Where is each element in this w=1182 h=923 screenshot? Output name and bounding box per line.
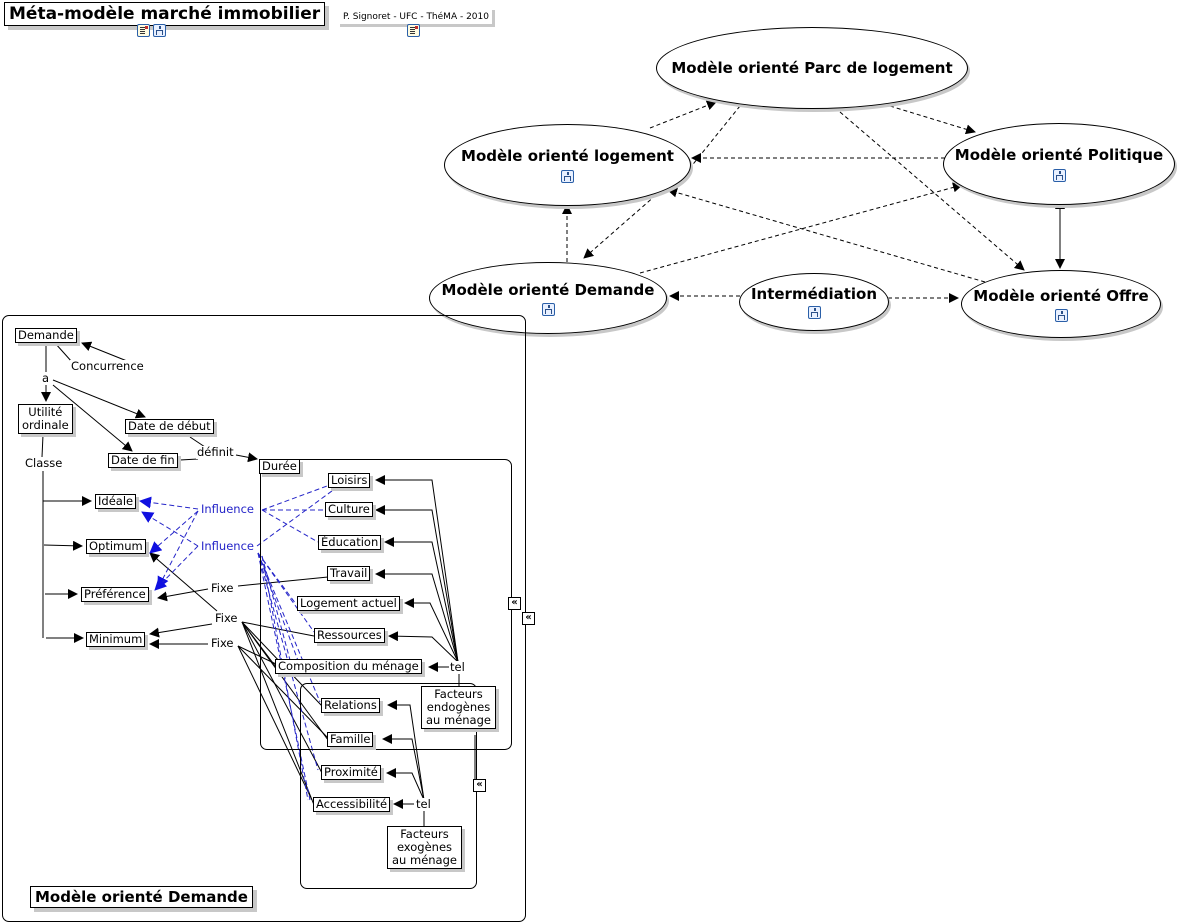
concept-ressources[interactable]: Ressources — [314, 628, 385, 643]
concept-map-icon[interactable] — [1052, 169, 1066, 182]
node-label: Modèle orienté Parc de logement — [671, 59, 953, 77]
node-intermediation[interactable]: Intermédiation — [739, 273, 889, 331]
node-parc-logement[interactable]: Modèle orienté Parc de logement — [656, 27, 968, 109]
collapse-button[interactable]: « — [522, 612, 535, 625]
page-title: Méta-modèle marché immobilier — [4, 2, 326, 26]
concept-famille[interactable]: Famille — [327, 732, 374, 747]
node-politique[interactable]: Modèle orienté Politique — [943, 123, 1175, 205]
link-label-fixe: Fixe — [210, 581, 235, 595]
link-label-fixe: Fixe — [214, 611, 239, 625]
concept-date-debut[interactable]: Date de début — [125, 419, 214, 434]
concept-accessibilite[interactable]: Accessibilité — [313, 797, 391, 812]
collapse-button[interactable]: « — [508, 597, 521, 610]
concept-minimum[interactable]: Minimum — [86, 632, 146, 647]
concept-education[interactable]: Éducation — [318, 535, 382, 550]
concept-duree[interactable]: Durée — [259, 459, 300, 474]
document-icon[interactable] — [137, 24, 150, 37]
concept-line: au ménage — [426, 713, 491, 727]
concept-date-fin[interactable]: Date de fin — [108, 453, 178, 468]
concept-map-icon[interactable] — [807, 306, 821, 319]
concept-line: endogènes — [426, 700, 491, 714]
collapse-button[interactable]: « — [473, 779, 486, 792]
link-logement-demande — [583, 194, 657, 259]
concept-facteurs-exogenes[interactable]: Facteurs exogènes au ménage — [387, 826, 462, 869]
link-label-tel: tel — [415, 797, 432, 811]
link-label-influence: Influence — [200, 539, 255, 553]
concept-culture[interactable]: Culture — [325, 502, 373, 517]
link-parc-offre — [839, 111, 1025, 271]
link-label-classe: Classe — [24, 456, 64, 470]
link-label-a: a — [41, 371, 51, 385]
node-label: Modèle orienté logement — [461, 147, 674, 165]
link-offre-logement — [667, 187, 986, 283]
concept-optimum[interactable]: Optimum — [86, 539, 146, 554]
link-label-fixe: Fixe — [210, 636, 235, 650]
concept-ideale[interactable]: Idéale — [95, 494, 137, 509]
concept-map-icon[interactable] — [153, 24, 166, 37]
concept-line: Facteurs — [434, 687, 483, 701]
concept-relations[interactable]: Relations — [321, 698, 380, 713]
concept-line: ordinale — [22, 418, 69, 432]
concept-line: exogènes — [396, 840, 453, 854]
concept-proximite[interactable]: Proximité — [321, 765, 381, 780]
link-parc-logement — [689, 105, 741, 169]
node-logement[interactable]: Modèle orienté logement — [444, 124, 691, 206]
concept-line: Facteurs — [400, 827, 449, 841]
concept-facteurs-endogenes[interactable]: Facteurs endogènes au ménage — [421, 686, 496, 729]
node-offre[interactable]: Modèle orienté Offre — [961, 270, 1161, 338]
node-label: Intermédiation — [750, 285, 878, 303]
concept-line: Utilité — [28, 405, 63, 419]
concept-logement-actuel[interactable]: Logement actuel — [297, 596, 400, 611]
node-label: Modèle orienté Politique — [954, 146, 1164, 164]
concept-demande[interactable]: Demande — [15, 328, 77, 343]
node-label: Modèle orienté Offre — [973, 286, 1149, 305]
concept-composition-menage[interactable]: Composition du ménage — [275, 659, 422, 674]
document-icon[interactable] — [407, 24, 420, 37]
concept-map-icon[interactable] — [1054, 308, 1068, 322]
node-demande[interactable]: Modèle orienté Demande — [429, 262, 667, 334]
link-parc-politique — [889, 105, 976, 135]
link-logement-parc — [649, 100, 717, 129]
concept-map-icon[interactable] — [541, 302, 555, 316]
link-label-concurrence: Concurrence — [70, 359, 145, 373]
meta-links — [562, 100, 1025, 303]
link-label-definit: définit — [196, 445, 235, 459]
link-label-influence: Influence — [200, 502, 255, 516]
concept-preference[interactable]: Préférence — [81, 587, 149, 602]
concept-line: au ménage — [392, 853, 457, 867]
concept-loisirs[interactable]: Loisirs — [328, 473, 371, 488]
concept-map-icon[interactable] — [561, 170, 574, 183]
concept-utilite-ordinale[interactable]: Utilité ordinale — [18, 404, 73, 434]
node-label: Modèle orienté Demande — [441, 280, 655, 299]
demand-model-title: Modèle orienté Demande — [30, 886, 253, 908]
concept-travail[interactable]: Travail — [327, 566, 371, 581]
link-label-tel: tel — [449, 660, 466, 674]
